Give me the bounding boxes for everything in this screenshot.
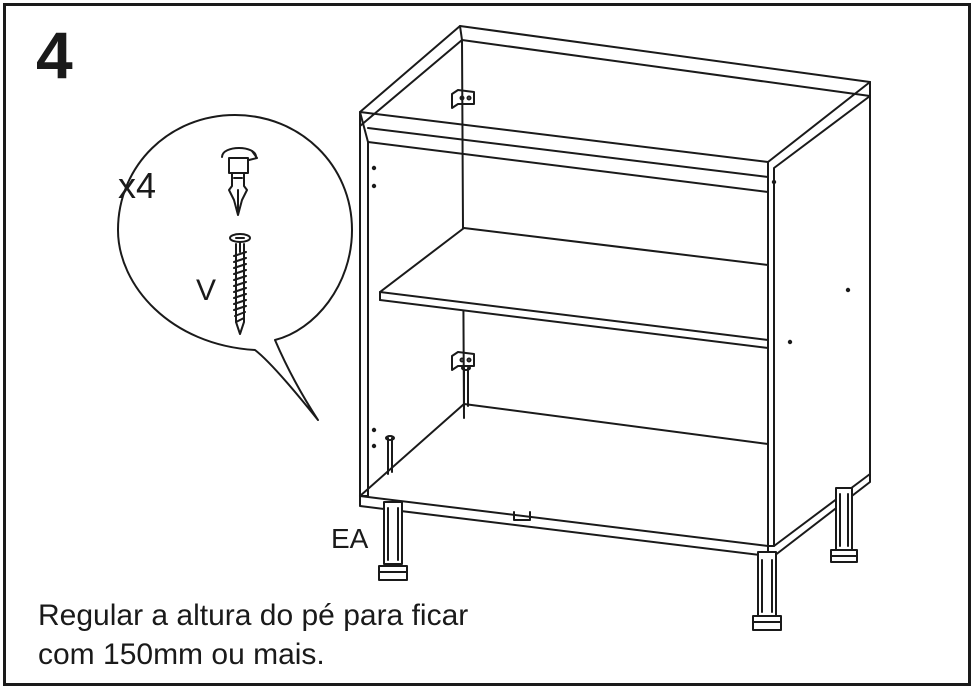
callout-quantity: x4 xyxy=(118,165,156,206)
step-number: 4 xyxy=(36,18,73,92)
instruction-text: Regular a altura do pé para ficar com 15… xyxy=(38,596,468,674)
leg-back-left xyxy=(513,511,531,521)
step-frame xyxy=(3,3,971,686)
inserted-screw xyxy=(385,435,395,475)
leg-front-left xyxy=(378,501,408,581)
inserted-screw xyxy=(461,365,471,409)
screw-icon xyxy=(229,233,251,335)
bracket-bottom xyxy=(451,351,475,371)
leg-part-label: EA xyxy=(331,523,369,554)
callout-part-code: V xyxy=(196,274,216,307)
leg-front-right xyxy=(752,551,782,631)
instruction-line-2: com 150mm ou mais. xyxy=(38,638,325,671)
instruction-line-1: Regular a altura do pé para ficar xyxy=(38,599,469,632)
cabinet-carcass xyxy=(359,25,871,557)
screwdriver-bit-icon xyxy=(221,147,258,216)
bracket-top xyxy=(451,89,475,109)
leg-back-right xyxy=(830,487,858,563)
